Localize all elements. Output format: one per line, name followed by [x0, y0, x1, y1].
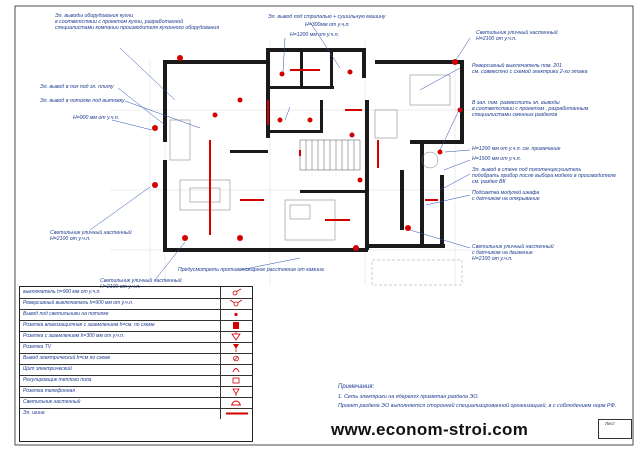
annotation-stair-light: Эл. вывод под стрипалью + сушильную маши…	[268, 14, 386, 20]
legend-label: Щит электрический	[23, 366, 72, 372]
legend-row: Щит электрический	[20, 364, 252, 376]
grounded-socket-icon	[220, 331, 253, 342]
legend-row: Розетка с заземлением h=300 мм от у.ч.п.	[20, 331, 252, 343]
annotation-rev-switch: Реверсивный выключатель пом. 201 см. сов…	[472, 63, 588, 76]
legend-label: выключатель h=900 мм от у.ч.п.	[23, 289, 101, 295]
legend-table: выключатель h=900 мм от у.ч.п. Реверсивн…	[19, 286, 253, 442]
furniture	[169, 74, 451, 241]
legend-row: Розетка телефонная	[20, 386, 252, 398]
legend-label: Розетка влагозащитная с заземлением h=см…	[23, 322, 155, 328]
annotation-fireplace: Предусмотреть противопожарное расстояние…	[178, 267, 324, 273]
legend-row: Вывод электрический h=см по схеме	[20, 353, 252, 365]
walls	[163, 48, 464, 252]
legend-label: Светильник настенный	[23, 399, 81, 405]
legend-row: Вывод под светильники на потолке	[20, 309, 252, 321]
sheet-frame	[14, 5, 634, 446]
reversible-switch-icon	[220, 298, 253, 309]
phone-socket-icon	[220, 386, 253, 397]
annotation-h1500-r: H=1500 мм от у.ч.п.	[472, 156, 522, 162]
legend-row: Реверсивный выключатель h=900 мм от у.ч.…	[20, 298, 252, 310]
ceiling-outlet-icon	[220, 309, 253, 320]
legend-row: Светильник настенный	[20, 397, 252, 409]
website-watermark: www.econom-stroi.com	[331, 420, 529, 439]
annotation-h1200-top: H=1200 мм от у.ч.п.	[290, 32, 340, 38]
busbar-icon	[220, 408, 253, 419]
legend-label: Реверсивный выключатель h=900 мм от у.ч.…	[23, 300, 134, 306]
note-item: Проект раздела ЭО выполняется сторонней …	[338, 403, 617, 409]
legend-label: Розетка телефонная	[23, 388, 75, 394]
electrical-outlet-icon	[220, 353, 253, 364]
wall-lamp-icon	[220, 397, 253, 408]
legend-label: Розетка TV	[23, 344, 52, 350]
note-item: 1. Сеть электрики на ядерелгх приметан р…	[338, 394, 479, 400]
wiring	[209, 69, 438, 235]
annotation-stove: Эл. вывод в пол под эл. плиту	[40, 84, 114, 90]
annotation-wall-lamp-br: Светильник уличный настенный с датчиком …	[472, 244, 554, 263]
annotation-modular: Подсветка модулей шкафа с датчиком на от…	[472, 190, 540, 203]
legend-row: Регулировщик теплого пола	[20, 375, 252, 387]
switch-icon	[220, 287, 253, 298]
annotation-h1200-r: H=1200 мм от у.ч.п. см. примечание	[472, 146, 561, 152]
legend-label: Вывод электрический h=см по схеме	[23, 355, 111, 361]
legend-label: Регулировщик теплого пола	[23, 377, 92, 383]
legend-blank-area	[20, 419, 252, 441]
legend-row: Розетка влагозащитная с заземлением h=см…	[20, 320, 252, 332]
outlet-symbols	[152, 55, 463, 251]
legend-row: выключатель h=900 мм от у.ч.п.	[20, 287, 252, 299]
annotation-h900: H=900 мм от у.ч.п.	[73, 115, 120, 121]
leader-lines	[89, 21, 471, 281]
annotation-bath: В зал. пом. разместить эл. выводы в соот…	[472, 100, 589, 119]
title-block	[598, 419, 632, 439]
legend-row: Эл. шина	[20, 408, 252, 419]
waterproof-socket-icon	[220, 320, 253, 331]
annotation-h300: H=300мм от у.ч.п.	[305, 22, 350, 28]
legend-row: Розетка TV	[20, 342, 252, 354]
annotation-ceiling-hood: Эл. вывод в потолке под вытяжку	[40, 98, 125, 104]
annotation-wall-lamp-b: Светильник уличный настенный H=2100 от у…	[100, 278, 182, 291]
panel-icon	[220, 364, 253, 375]
tv-socket-icon	[220, 342, 253, 353]
floor-heating-regulator-icon	[220, 375, 253, 386]
legend-label: Вывод под светильники на потолке	[23, 311, 109, 317]
annotation-wall-lamp-tr: Светильник уличный настенный H=2100 от у…	[476, 30, 558, 43]
notes-title: Примечания:	[338, 384, 375, 390]
annotation-wall-lamp-l: Светильник уличный настенный H=2100 от у…	[50, 230, 132, 243]
legend-label: Розетка с заземлением h=300 мм от у.ч.п.	[23, 333, 125, 339]
legend-label: Эл. шина	[23, 410, 45, 416]
annotation-sauna: Эл. вывод в стене под полотенцесушитель …	[472, 167, 616, 186]
terrace-outline	[371, 259, 463, 286]
annotation-kitchen: Эл. выводы оборудования кухни в соответс…	[55, 13, 220, 32]
stairs	[299, 139, 361, 171]
sheet-label: Лист	[605, 421, 615, 426]
